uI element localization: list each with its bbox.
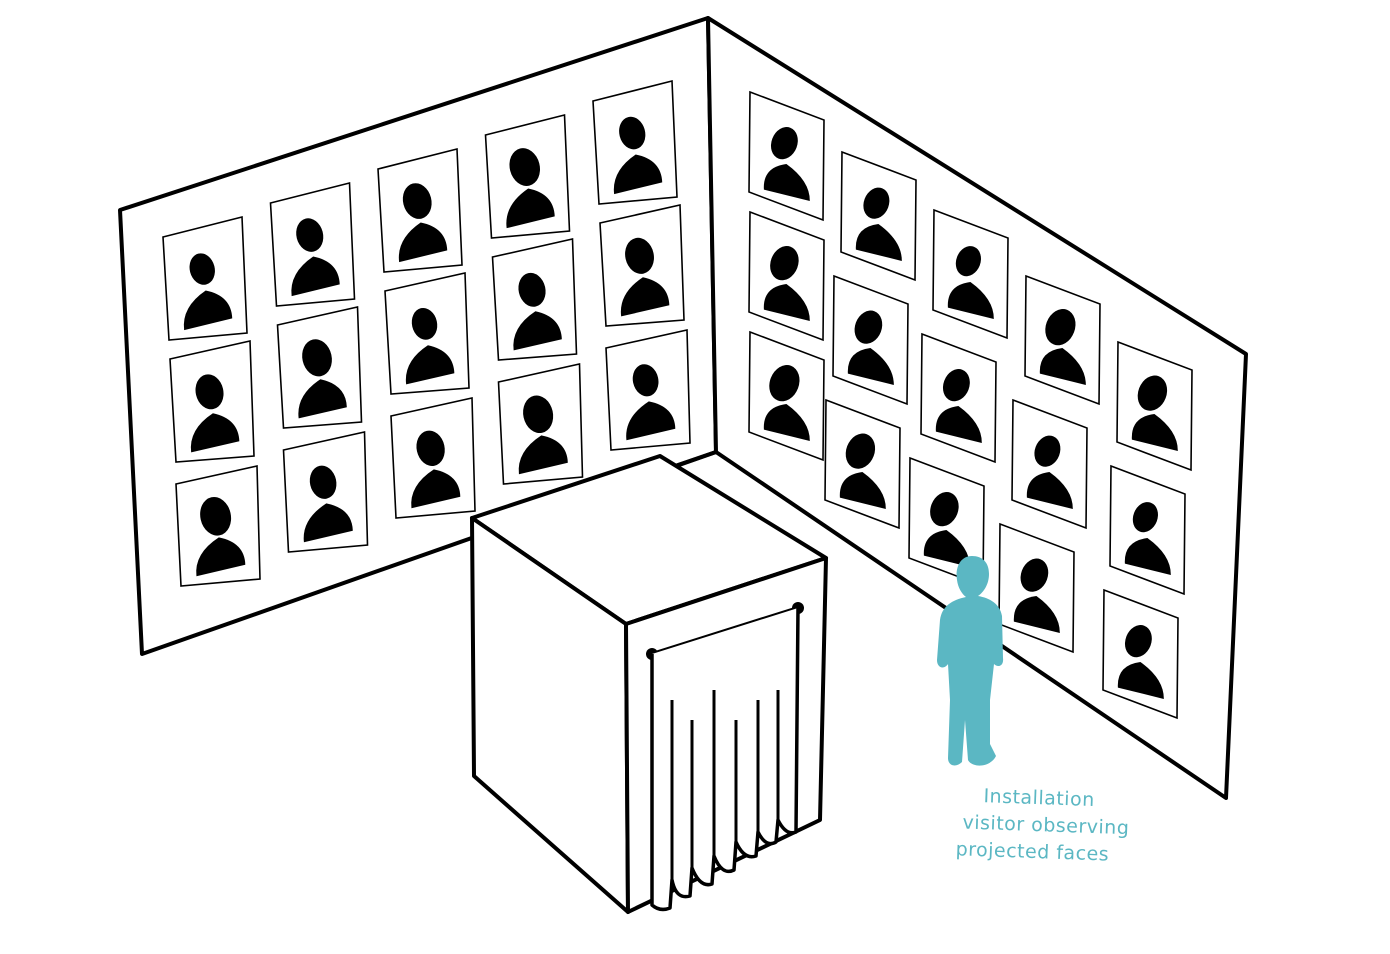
person-silhouette-icon <box>405 307 455 385</box>
person-silhouette-icon <box>411 430 461 509</box>
curtain-folds <box>670 690 780 880</box>
person-silhouette-icon <box>763 246 810 321</box>
portrait-frame <box>282 431 369 553</box>
visitor-figure-icon <box>937 556 1004 766</box>
person-silhouette-icon <box>398 183 448 263</box>
person-silhouette-icon <box>613 116 663 195</box>
person-silhouette-icon <box>298 339 347 419</box>
portrait-frame <box>276 306 363 429</box>
person-silhouette-icon <box>183 253 233 331</box>
portrait-frame <box>932 208 1009 340</box>
booth-back-edge <box>674 450 717 468</box>
person-silhouette-icon <box>190 374 240 453</box>
person-silhouette-icon <box>626 364 676 441</box>
person-silhouette-icon <box>620 237 670 317</box>
person-silhouette-icon <box>1026 435 1073 509</box>
portrait-frame <box>1109 464 1186 596</box>
portrait-frame <box>169 340 255 463</box>
person-silhouette-icon <box>513 272 562 351</box>
person-silhouette-icon <box>303 465 353 543</box>
portrait-frame <box>390 397 476 519</box>
portrait-frame <box>605 329 691 451</box>
portrait-frame <box>832 274 909 406</box>
person-silhouette-icon <box>763 365 810 441</box>
portrait-frame <box>599 204 685 327</box>
person-silhouette-icon <box>839 433 886 509</box>
person-silhouette-icon <box>1117 625 1164 699</box>
person-silhouette-icon <box>1124 502 1171 575</box>
person-silhouette-icon <box>847 310 894 385</box>
portrait-frame <box>840 150 917 282</box>
portrait-frame <box>748 90 825 222</box>
caption: Installation visitor observing projected… <box>947 782 1170 871</box>
portrait-frame <box>497 363 584 485</box>
person-silhouette-icon <box>923 492 970 567</box>
person-silhouette-icon <box>518 395 568 475</box>
portrait-frame <box>748 210 825 342</box>
person-silhouette-icon <box>855 187 902 261</box>
portrait-frame <box>998 522 1075 654</box>
portrait-frame <box>920 332 997 464</box>
portrait-frame <box>1024 274 1101 406</box>
photo-booth <box>470 450 828 914</box>
curtain <box>650 607 800 912</box>
portrait-frame <box>1011 398 1088 530</box>
portrait-frame <box>162 215 248 341</box>
portrait-frame <box>384 272 470 395</box>
portrait-frame <box>824 398 901 530</box>
portrait-frame <box>484 113 571 239</box>
person-silhouette-icon <box>291 218 340 297</box>
portrait-frame <box>175 465 261 587</box>
person-silhouette-icon <box>763 127 810 201</box>
left-wall-portraits <box>162 79 691 587</box>
right-wall-portraits <box>748 90 1193 720</box>
person-silhouette-icon <box>506 148 555 229</box>
person-silhouette-icon <box>1131 375 1178 451</box>
person-silhouette-icon <box>196 496 246 577</box>
portrait-frame <box>377 147 463 273</box>
portrait-frame <box>1116 340 1193 472</box>
person-silhouette-icon <box>1013 558 1060 633</box>
person-silhouette-icon <box>935 369 982 443</box>
visitor-body <box>937 556 1004 766</box>
portrait-frame <box>748 330 825 462</box>
portrait-frame <box>592 79 678 205</box>
person-silhouette-icon <box>1039 309 1086 385</box>
portrait-frame <box>269 181 356 307</box>
person-silhouette-icon <box>947 246 994 319</box>
portrait-frame <box>1102 588 1179 720</box>
portrait-frame <box>491 238 578 361</box>
